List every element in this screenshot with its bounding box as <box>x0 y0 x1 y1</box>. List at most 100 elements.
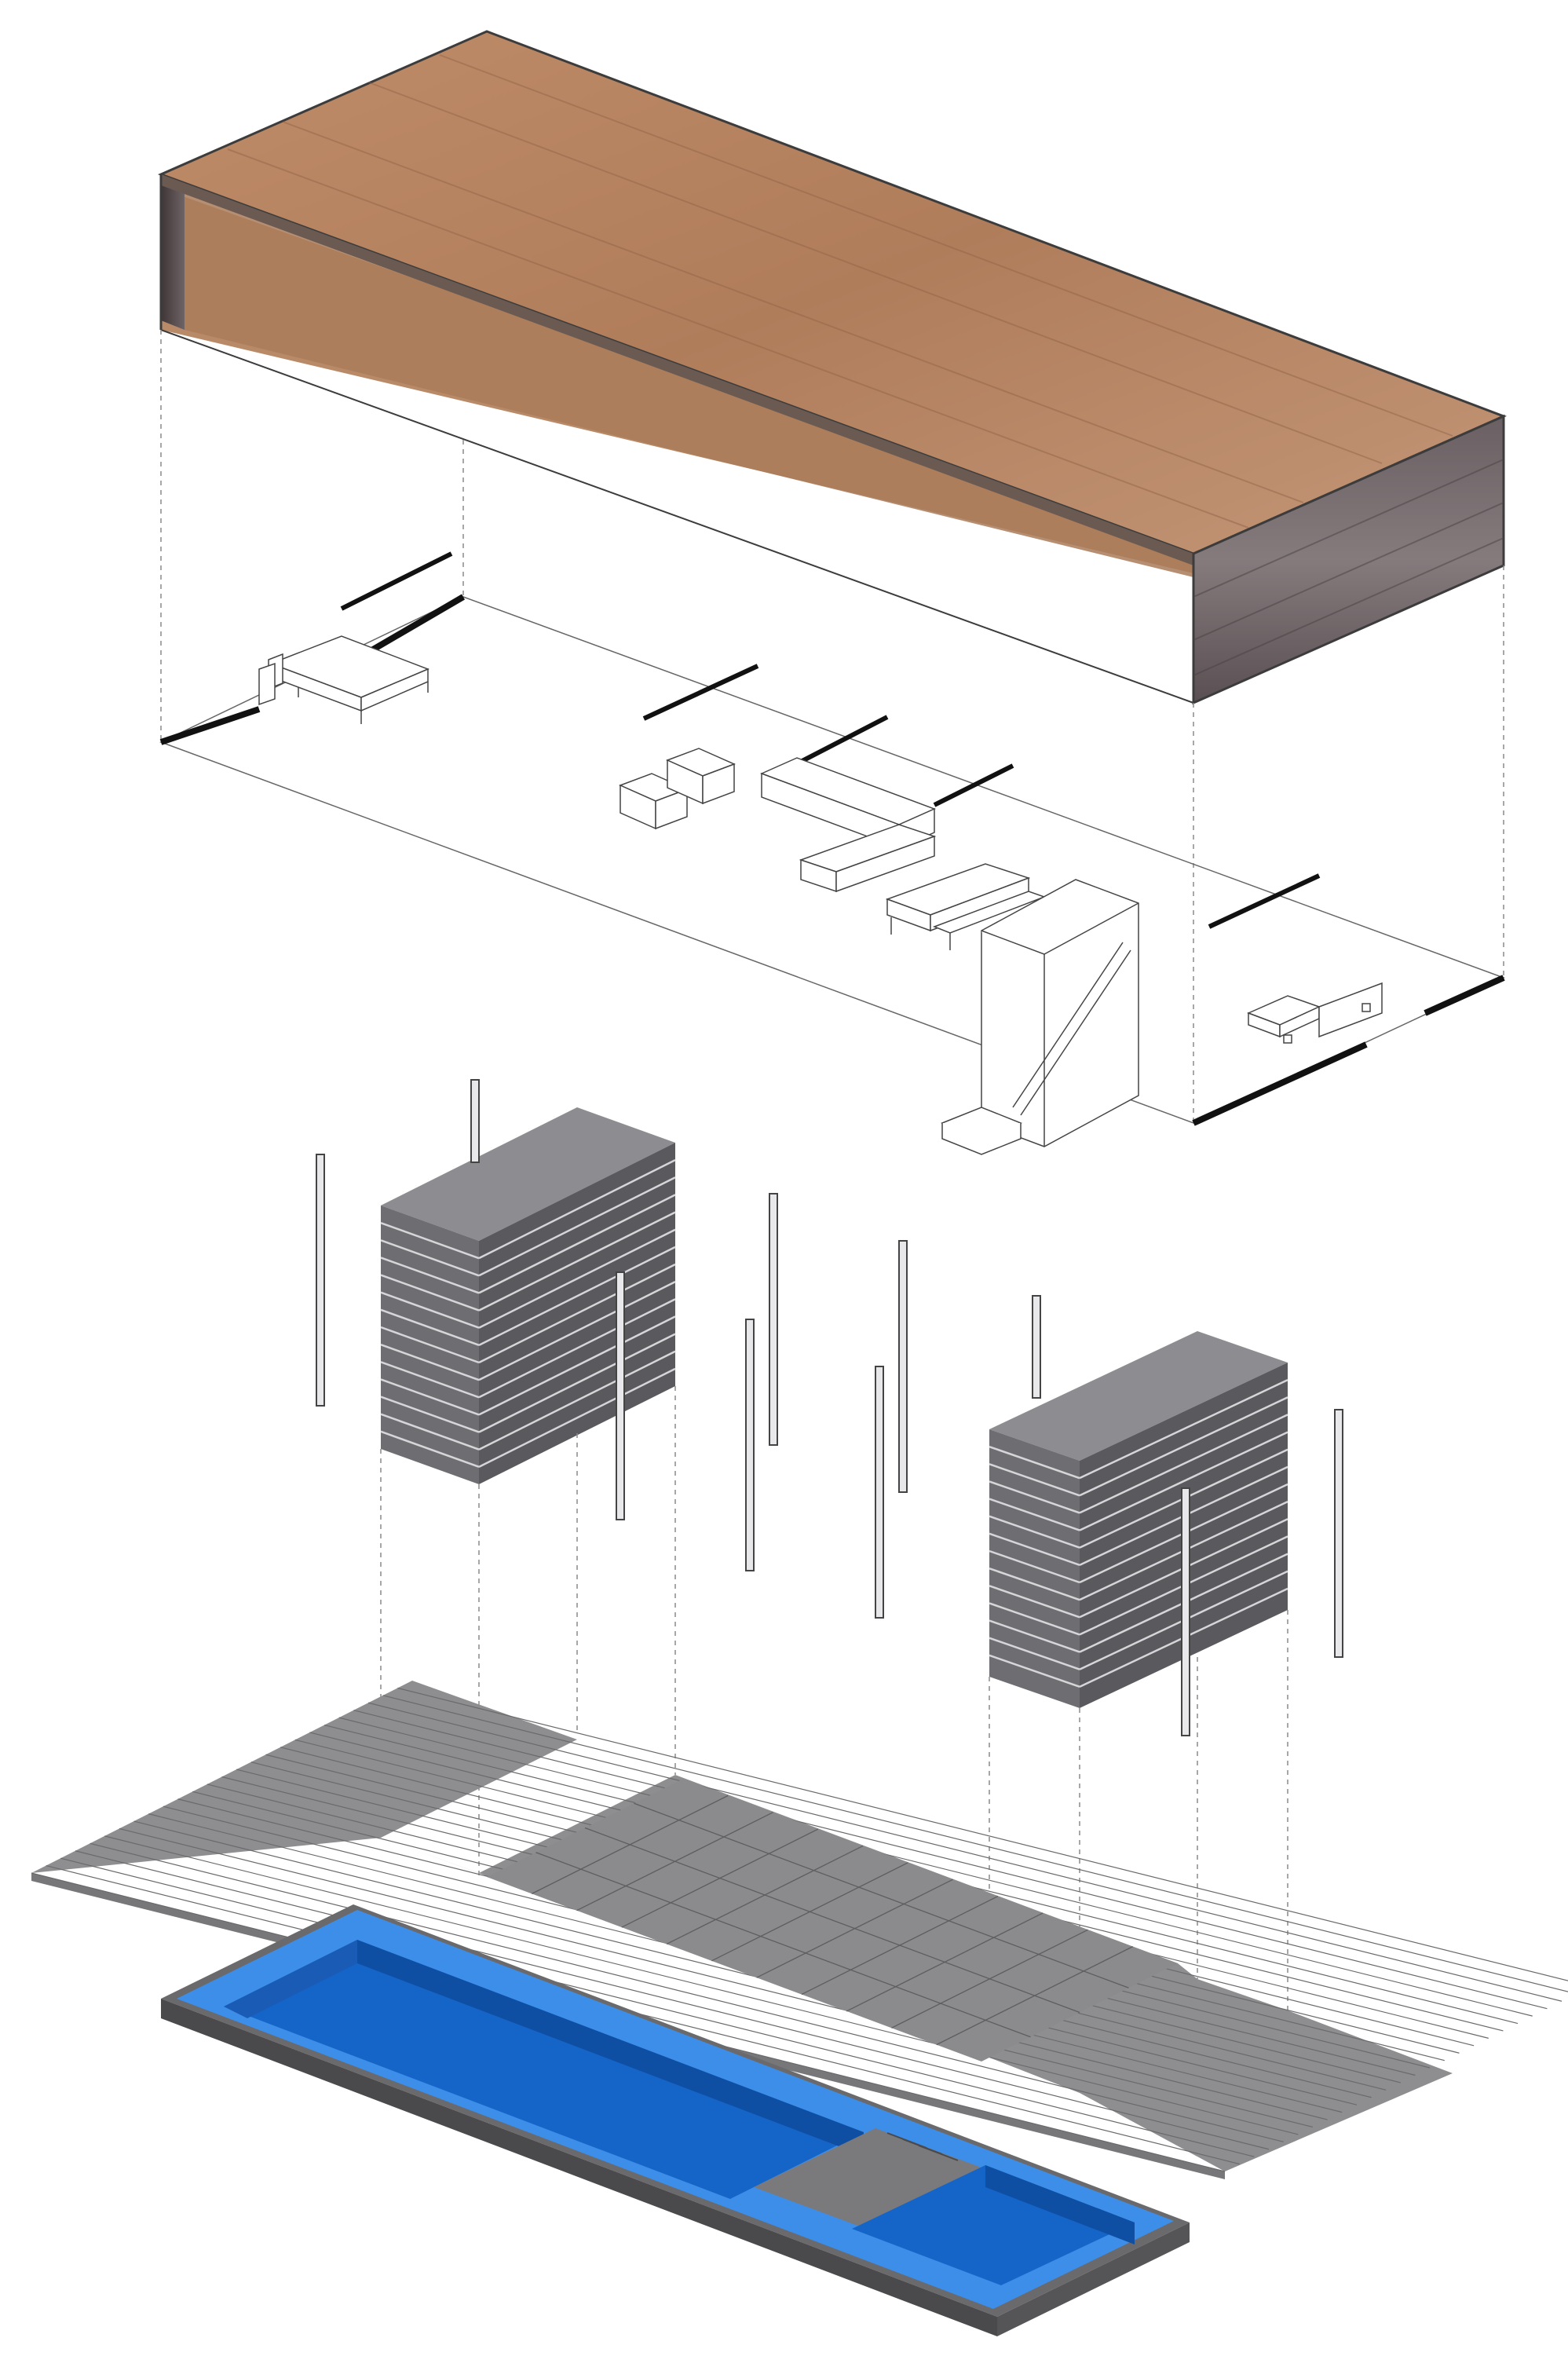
column <box>769 1193 778 1446</box>
plaza-tile-lines <box>531 1794 1134 2046</box>
slat-line <box>380 1413 480 1451</box>
slat-line <box>989 1619 1080 1653</box>
slat-line <box>989 1567 1080 1601</box>
slat-line <box>478 1246 676 1346</box>
slat-line <box>1079 1414 1288 1514</box>
slat-line <box>380 1274 480 1312</box>
deck-board-line <box>353 1710 1548 2010</box>
slat-line <box>380 1326 480 1364</box>
slat-line <box>1079 1379 1288 1480</box>
slat-line <box>1079 1396 1288 1497</box>
slat-line <box>989 1637 1080 1670</box>
partition-bar-5 <box>1208 873 1321 929</box>
floor-wall-right-front <box>1192 1041 1368 1126</box>
slat-line <box>478 1211 676 1312</box>
columns <box>316 1079 1343 1736</box>
column <box>316 1154 325 1407</box>
partition-bar-2 <box>642 664 759 721</box>
deck-board-line <box>133 1820 1328 2120</box>
slat-line <box>478 1298 676 1399</box>
plaza-tile-line <box>584 1827 1080 2014</box>
roof-projection-lines <box>160 330 1504 1123</box>
slat-line <box>380 1396 480 1433</box>
column <box>898 1240 908 1493</box>
column <box>1181 1487 1190 1736</box>
slat-line <box>1079 1431 1288 1531</box>
floor-wall-left-front <box>159 706 261 745</box>
slat-line <box>478 1367 676 1468</box>
partition-bar-1 <box>340 551 453 611</box>
deck-board-line <box>75 1850 1270 2150</box>
floor-wall-left-back <box>367 594 466 655</box>
service-volume-left <box>380 1107 676 1484</box>
pool-base-front <box>161 1999 997 2336</box>
pool-base-side <box>997 2222 1190 2336</box>
bed <box>258 635 430 724</box>
roof-right-wall-strata <box>1193 459 1504 676</box>
deck-board-line <box>119 1827 1314 2128</box>
deck-board-line <box>104 1835 1299 2135</box>
slat-line <box>989 1445 1080 1480</box>
deck-and-pool-layer <box>31 1681 1568 2336</box>
sofa <box>760 757 937 893</box>
slat-line <box>989 1602 1080 1636</box>
slat-line <box>380 1378 480 1416</box>
floor-wall-right-back <box>1424 975 1505 1016</box>
volume-right-front <box>989 1429 1080 1708</box>
column <box>875 1366 884 1619</box>
slat-line <box>478 1176 676 1277</box>
slat-line <box>989 1498 1080 1531</box>
roof-board-marks <box>227 54 1453 529</box>
slat-line <box>989 1480 1080 1514</box>
slat-line <box>478 1333 676 1433</box>
pool-small-inner-wall <box>985 2165 1135 2244</box>
slat-line <box>380 1221 480 1260</box>
slat-line <box>478 1350 676 1451</box>
slat-line <box>380 1361 480 1399</box>
deck-board-line <box>60 1857 1255 2157</box>
slat-line <box>478 1263 676 1364</box>
deck-board-line <box>382 1695 1568 1992</box>
dining-table <box>885 863 1047 950</box>
pool-steps <box>886 2132 959 2161</box>
deck-board-line <box>90 1842 1284 2142</box>
volume-right-top <box>989 1331 1288 1461</box>
interior-furniture-layer <box>159 551 1505 1155</box>
slat-line <box>478 1194 676 1294</box>
column <box>1032 1295 1041 1399</box>
column <box>616 1271 625 1520</box>
slat-line <box>989 1532 1080 1567</box>
desk <box>1247 982 1383 1044</box>
plaza-tile-line <box>634 1802 1129 1988</box>
deck-board-line <box>397 1687 1568 1981</box>
column <box>1334 1409 1343 1658</box>
slat-line <box>989 1549 1080 1584</box>
staircase <box>940 879 1139 1155</box>
slat-line <box>380 1291 480 1329</box>
slat-line <box>380 1430 480 1469</box>
plaza-tile-line <box>535 1852 1031 2038</box>
pool-main-inner-wall <box>357 1940 864 2156</box>
partition-bar-4 <box>933 763 1014 807</box>
roof-slab <box>157 30 1507 705</box>
slat-line <box>478 1315 676 1416</box>
roof-front-edge <box>161 174 1193 565</box>
slat-line <box>989 1463 1080 1497</box>
volume-left-top <box>381 1107 675 1241</box>
slat-line <box>380 1308 480 1347</box>
deck-board-line <box>367 1702 1563 2002</box>
slat-line <box>380 1239 480 1277</box>
slat-line <box>478 1281 676 1381</box>
pool-step-platform <box>754 2128 981 2226</box>
pool-main-basin <box>224 1940 864 2199</box>
roof-inner-bottom-edge <box>160 329 1194 704</box>
volume-left-slats <box>380 1159 676 1469</box>
slat-line <box>989 1515 1080 1549</box>
column <box>470 1079 480 1163</box>
slat-line <box>989 1585 1080 1619</box>
armchairs <box>619 748 736 830</box>
column <box>745 1319 755 1571</box>
pool-main-inner-side <box>224 1940 357 2018</box>
